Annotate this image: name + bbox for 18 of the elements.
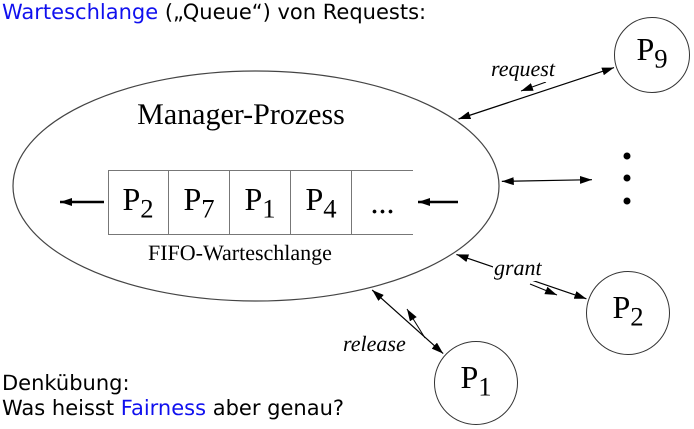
ellipse-title: Manager-Prozess [136,98,346,132]
queue-cell: P$_{2}$ [108,170,169,235]
arrow [458,67,614,120]
arrow [502,176,592,186]
note-text: Warteschlange („Queue“) von Requests: [2,0,426,24]
arrow [418,198,458,206]
queue-caption: FIFO-Warteschlange [148,240,332,266]
process-label: P$_{9}$ [636,31,668,75]
process-label: P$_{2}$ [612,289,644,333]
note-text: Was heisst Fairness aber genau? [2,396,344,420]
process-label: P$_{1}$ [460,359,492,403]
queue-cell: ... [352,170,413,235]
queue-cell: P$_{1}$ [230,170,291,235]
arrow [60,198,104,206]
queue-cell: P$_{4}$ [291,170,352,235]
arrow [372,290,444,354]
note-text: Denkübung: [2,371,130,395]
queue-cell: P$_{7}$ [169,170,230,235]
